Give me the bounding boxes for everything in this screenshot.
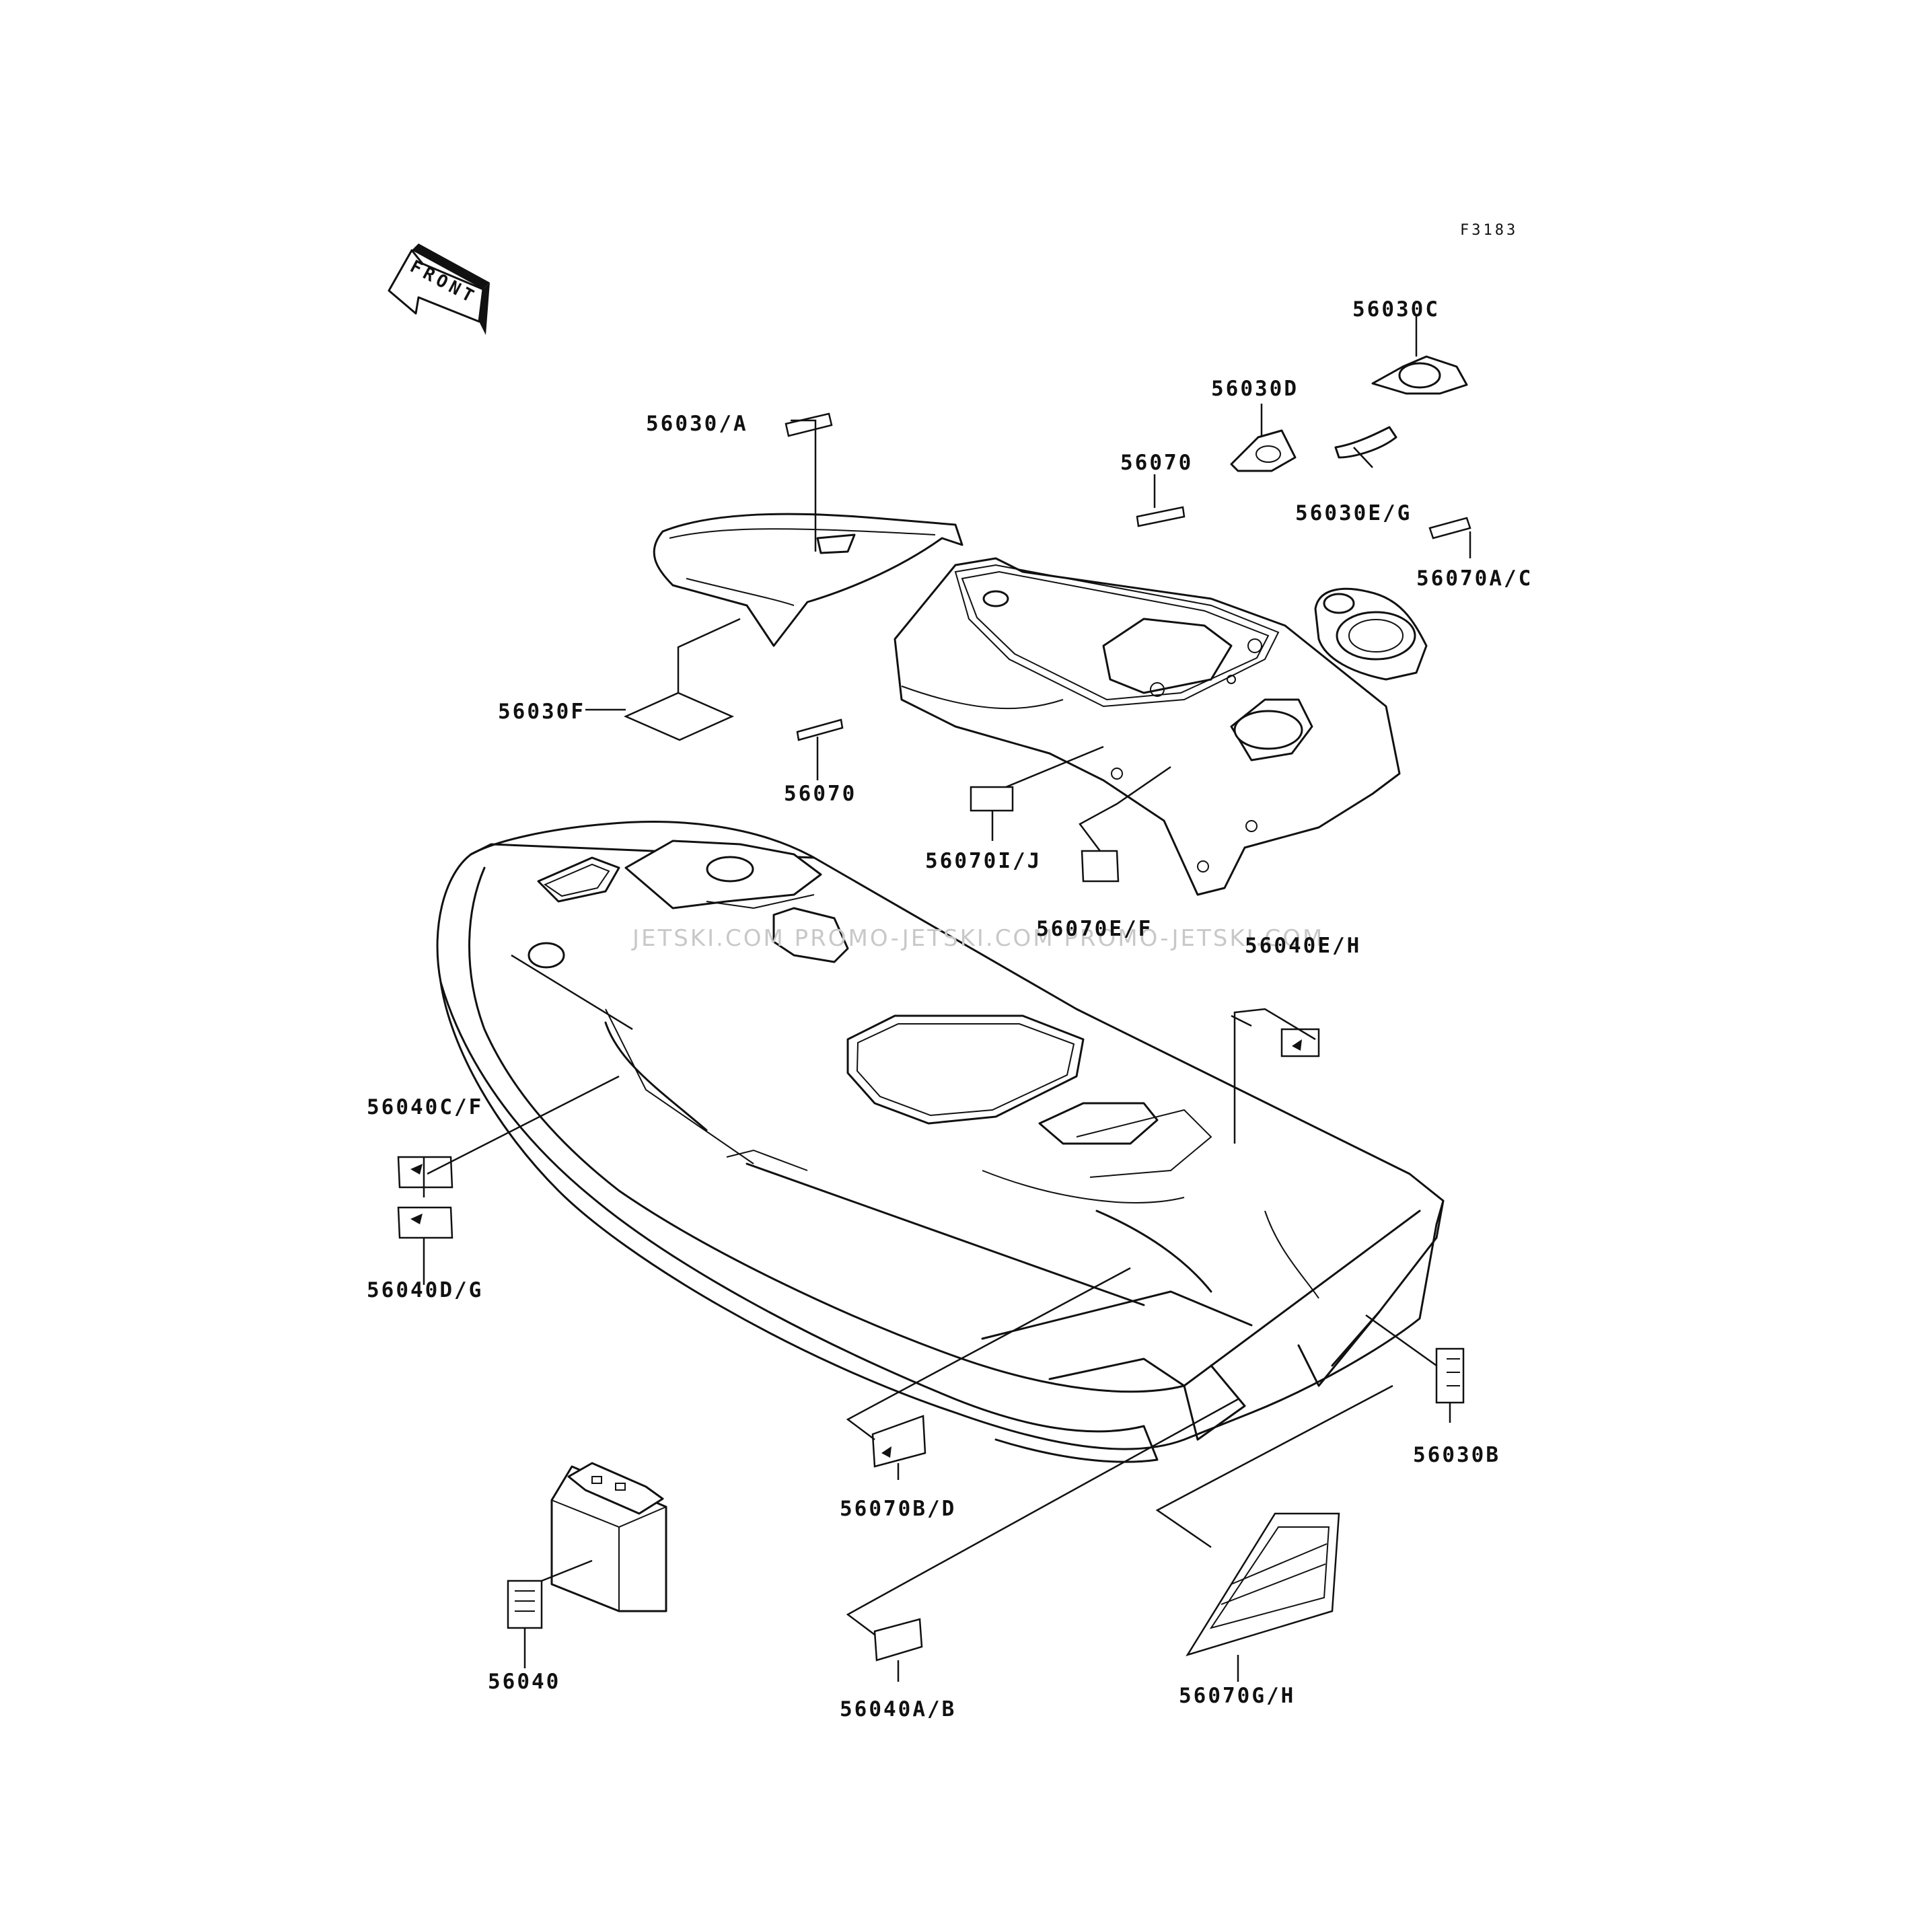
bracket-56030d	[1230, 429, 1297, 472]
part-label-56040eh: 56040E/H	[1245, 934, 1362, 958]
part-label-56070ef: 56070E/F	[1036, 917, 1153, 941]
part-label-56030f: 56030F	[498, 700, 585, 724]
seat-cover	[894, 557, 1401, 896]
part-label-56030c: 56030C	[1352, 297, 1440, 322]
part-label-56040dg: 56040D/G	[367, 1278, 484, 1302]
part-label-56030b: 56030B	[1413, 1443, 1500, 1467]
bracket-56030c	[1371, 355, 1468, 395]
decal-shapes	[397, 412, 1471, 1662]
leader-lines	[423, 316, 1471, 1682]
hull-deck-details	[527, 840, 1212, 1203]
part-label-56030eg: 56030E/G	[1295, 501, 1412, 525]
front-cover	[653, 513, 963, 647]
hull-body	[436, 821, 1445, 1463]
part-label-56030a: 56030/A	[646, 412, 748, 436]
figure-code: F3183	[1460, 222, 1519, 239]
part-label-56040: 56040	[488, 1670, 561, 1694]
part-label-56070-top: 56070	[1120, 451, 1194, 475]
part-label-56030d: 56030D	[1211, 377, 1299, 401]
part-label-56070ac: 56070A/C	[1416, 566, 1533, 591]
battery	[550, 1462, 667, 1612]
watermark: JETSKI.COM PROMO-JETSKI.COM PROMO-JETSKI…	[632, 925, 1325, 952]
meter-housing	[1314, 587, 1428, 681]
bracket-56030eg	[1334, 426, 1397, 459]
part-label-56070gh: 56070G/H	[1179, 1684, 1296, 1708]
part-label-56070bd: 56070B/D	[840, 1497, 957, 1521]
part-label-56070-mid: 56070	[784, 782, 857, 806]
part-label-56070ij: 56070I/J	[925, 849, 1042, 873]
part-label-56040ab: 56040A/B	[840, 1697, 957, 1721]
front-arrow-icon	[388, 244, 490, 335]
part-label-56040cf: 56040C/F	[367, 1095, 484, 1119]
